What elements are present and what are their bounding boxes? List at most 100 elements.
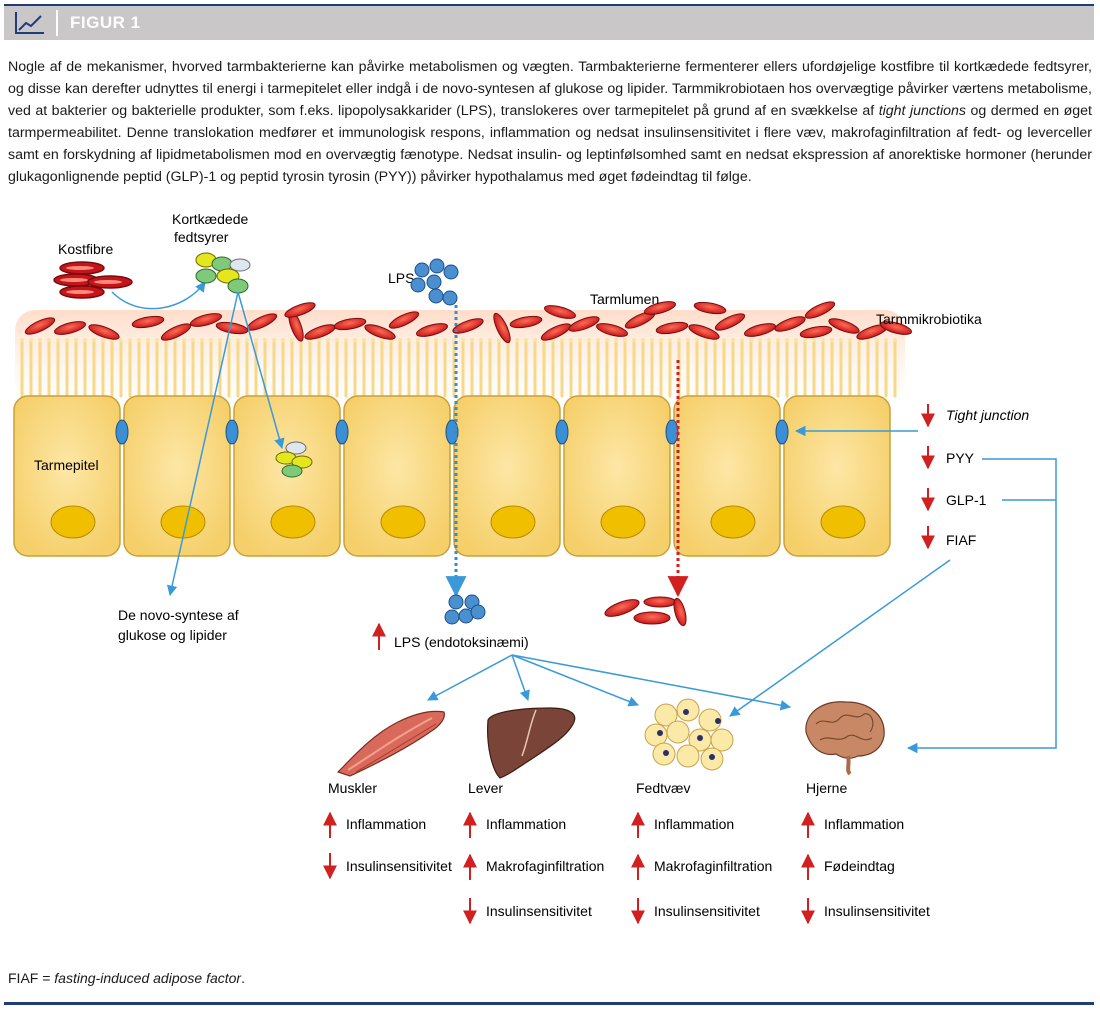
header-divider <box>56 10 58 36</box>
effect-label: Insulinsensitivitet <box>346 858 452 874</box>
figure-caption: Nogle af de mekanismer, hvorved tarmbakt… <box>8 56 1092 188</box>
cell-nucleus <box>380 505 426 539</box>
lps-endotoxemia-label: LPS (endotoksinæmi) <box>394 634 529 650</box>
bacterium <box>415 323 449 337</box>
bacterium <box>688 324 720 340</box>
bacterium <box>246 313 278 331</box>
bacterium <box>388 311 420 329</box>
lps-to-muskler-arrow <box>427 654 513 701</box>
effect-label: Insulinsensitivitet <box>654 903 760 919</box>
organ-label: Hjerne <box>806 780 847 796</box>
liver-icon <box>487 707 576 779</box>
bacterium <box>284 302 316 318</box>
footnote-italic: fasting-induced adipose factor <box>54 970 242 986</box>
epithelial-cell <box>673 395 781 557</box>
denovo-label-line2: glukose og lipider <box>118 627 227 643</box>
bacterium <box>693 301 727 315</box>
figure-title: FIGUR 1 <box>70 13 141 32</box>
organ-effects: MusklerInflammationInsulinsensitivitetLe… <box>323 780 930 925</box>
lps-blood-icon <box>444 594 486 625</box>
kostfibre-icon <box>53 261 133 299</box>
organ-label: Muskler <box>328 780 377 796</box>
denovo-label-line1: De novo-syntese af <box>118 607 239 623</box>
fibre-to-scfa-arrow <box>111 281 206 310</box>
bacterium <box>189 313 223 327</box>
effect-label: Inflammation <box>824 816 904 832</box>
pyy-glp1-to-brain-connector <box>906 458 1057 754</box>
bacterium <box>88 324 120 340</box>
tight-junction-marker <box>225 419 239 445</box>
effect-label: Makrofaginfiltration <box>654 858 772 874</box>
bacterium <box>160 323 192 341</box>
scfa-label-line2: fedtsyrer <box>174 229 229 245</box>
effect-label: Insulinsensitivitet <box>486 903 592 919</box>
organ-label: Fedtvæv <box>636 780 690 796</box>
hormone-list: Tight junction PYY GLP-1 FIAF <box>921 404 1029 550</box>
tight-junction-marker <box>555 419 569 445</box>
microvilli <box>20 338 897 398</box>
footer-rule <box>4 1002 1094 1005</box>
caption-italic: tight junctions <box>878 103 966 119</box>
figure-header: FIGUR 1 <box>4 4 1094 40</box>
epithelial-cell <box>13 395 121 557</box>
effect-label: Fødeindtag <box>824 858 895 874</box>
bacterium <box>595 323 629 337</box>
bacterium <box>509 315 543 329</box>
bacterium <box>215 321 249 335</box>
cell-nucleus <box>270 505 316 539</box>
cell-nucleus <box>820 505 866 539</box>
lps-label: LPS <box>388 270 414 286</box>
bacterium <box>568 316 600 332</box>
epithelial-cell <box>343 395 451 557</box>
fiaf-label: FIAF <box>946 532 976 548</box>
bacterium <box>879 321 913 335</box>
brain-icon <box>805 701 885 776</box>
bacterium <box>743 323 777 337</box>
epithelial-cells <box>13 395 891 557</box>
epithelial-cell <box>563 395 671 557</box>
bacterium <box>643 301 677 315</box>
tarmepitel-label: Tarmepitel <box>34 457 99 473</box>
glp1-label: GLP-1 <box>946 492 987 508</box>
cell-nucleus <box>710 505 756 539</box>
bacterium <box>131 315 165 329</box>
effect-label: Insulinsensitivitet <box>824 903 930 919</box>
tarmmikrobiotika-label: Tarmmikrobiotika <box>876 311 982 327</box>
bacterium <box>804 301 836 319</box>
scfa-to-cell-arrow <box>237 291 285 450</box>
bacterium <box>828 318 860 334</box>
adipose-tissue-icon <box>644 698 734 771</box>
lps-to-lever-arrow <box>511 654 530 701</box>
cell-nucleus <box>600 505 646 539</box>
caption-text-2: og dermed en øget tarmpermeabilitet. Den… <box>8 103 1092 185</box>
bacterium <box>333 317 367 331</box>
tight-junction-marker <box>775 419 789 445</box>
scfa-in-cell-icon <box>275 441 313 478</box>
tight-junction-label: Tight junction <box>946 407 1029 423</box>
mechanism-diagram: Kostfibre Kortkædede fedtsyrer LPS <box>13 211 1057 925</box>
effect-label: Inflammation <box>654 816 734 832</box>
bacterium <box>799 325 833 339</box>
tight-junction-marker <box>335 419 349 445</box>
line-chart-icon <box>15 12 44 34</box>
bacterium <box>364 324 396 340</box>
scfa-label-line1: Kortkædede <box>172 211 248 227</box>
footnote: FIAF = fasting-induced adipose factor. <box>8 970 245 986</box>
tight-junction-marker <box>665 419 679 445</box>
bacterium <box>53 321 87 335</box>
pyy-label: PYY <box>946 450 975 466</box>
tight-junction-marker <box>115 419 129 445</box>
lps-cluster-icon <box>410 258 459 306</box>
caption-text-1: Nogle af de mekanismer, hvorved tarmbakt… <box>8 59 1092 119</box>
lps-to-hjerne-arrow <box>511 654 792 711</box>
tarmlumen-label: Tarmlumen <box>590 291 659 307</box>
bacterium <box>540 323 572 341</box>
epithelial-cell <box>783 395 891 557</box>
cell-nucleus <box>160 505 206 539</box>
epithelial-cell <box>123 395 231 557</box>
bacterium <box>543 305 577 319</box>
gut-bacteria-layer <box>24 301 913 344</box>
fiaf-to-fedtvaev-arrow <box>729 559 951 717</box>
scfa-to-denovo-arrow <box>166 291 239 597</box>
effect-label: Inflammation <box>346 816 426 832</box>
